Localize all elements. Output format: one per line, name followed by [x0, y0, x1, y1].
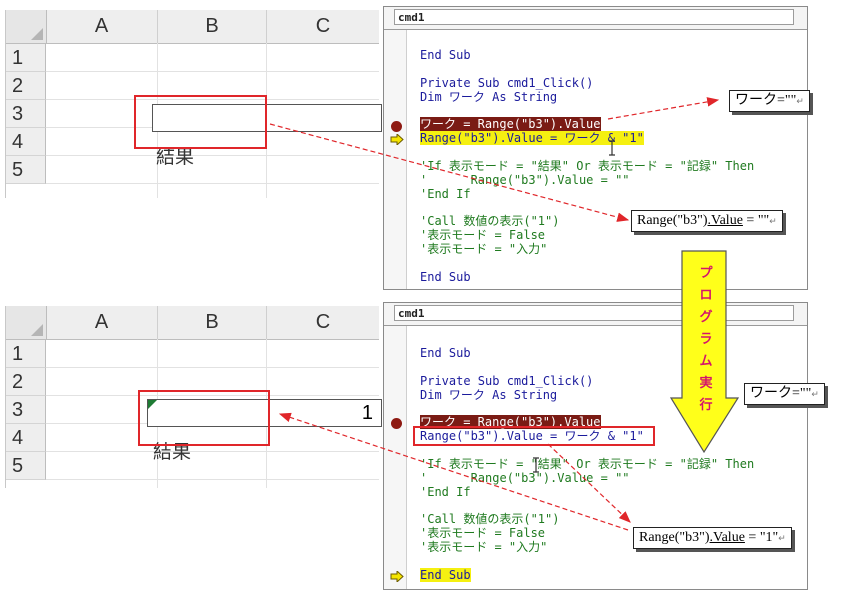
- code-line[interactable]: Dim ワーク As String: [420, 90, 558, 104]
- row-header-5[interactable]: 5: [6, 156, 46, 184]
- row-header-3[interactable]: 3: [6, 396, 46, 424]
- execution-pointer-icon: [390, 134, 404, 145]
- select-all-triangle-icon: [31, 28, 43, 40]
- column-header-b[interactable]: B: [158, 306, 267, 339]
- current-line-highlight: Range("b3").Value = ワーク & "1": [420, 131, 644, 145]
- cell-b3[interactable]: 1: [147, 399, 382, 427]
- code-line-comment[interactable]: 'Call 数値の表示("1"): [420, 214, 560, 228]
- program-run-arrow-icon: [670, 250, 740, 454]
- gridline: [46, 395, 379, 396]
- breakpoint-icon[interactable]: [391, 418, 402, 429]
- callout-text: ワーク="": [735, 93, 797, 108]
- breakpoint-highlight: ワーク = Range("b3").Value: [420, 415, 601, 429]
- code-line-comment[interactable]: 'Call 数値の表示("1"): [420, 512, 560, 526]
- gridline: [46, 367, 379, 368]
- column-header-a[interactable]: A: [46, 306, 158, 339]
- code-line-comment[interactable]: '表示モード = False: [420, 526, 546, 540]
- annotation-box-cell-bottom: [138, 390, 270, 446]
- callout-text-c: = "1": [744, 530, 779, 545]
- breakpoint-highlight: ワーク = Range("b3").Value: [420, 117, 601, 131]
- callout-text-b: .Value: [707, 213, 743, 228]
- code-line-current[interactable]: Range("b3").Value = ワーク & "1": [420, 131, 644, 146]
- code-line-comment[interactable]: 'End If: [420, 485, 471, 499]
- row-header-2[interactable]: 2: [6, 72, 46, 100]
- breakpoint-icon[interactable]: [391, 121, 402, 132]
- callout-text-a: Range("b3"): [637, 213, 708, 228]
- editor-margin: [384, 30, 407, 289]
- column-header-c[interactable]: C: [315, 15, 331, 37]
- code-line-comment[interactable]: ' Range("b3").Value = "": [420, 173, 630, 187]
- vba-code-window-top: cmd1 End Sub Private Sub cmd1_Click() Di…: [383, 6, 808, 290]
- gridline: [46, 451, 379, 452]
- select-all-triangle-icon: [31, 324, 43, 336]
- text-cursor-icon: [533, 457, 539, 473]
- row-header-4[interactable]: 4: [6, 128, 46, 156]
- code-line-comment[interactable]: '表示モード = "入力": [420, 242, 548, 256]
- row-header-1[interactable]: 1: [6, 44, 46, 72]
- code-line-breakpoint[interactable]: ワーク = Range("b3").Value: [420, 117, 601, 132]
- code-line[interactable]: Private Sub cmd1_Click(): [420, 76, 594, 90]
- arrow-work-top: [607, 97, 720, 120]
- object-combobox[interactable]: cmd1: [394, 9, 794, 25]
- program-run-label: プログラム実行: [699, 266, 713, 413]
- cell-b3[interactable]: [152, 104, 382, 132]
- callout-range-bottom: Range("b3").Value = "1"↵: [633, 527, 792, 549]
- column-header-row: A B C: [6, 306, 379, 340]
- column-header-row: A B C: [6, 10, 379, 44]
- code-line-current[interactable]: End Sub: [420, 568, 471, 583]
- spreadsheet-bottom: A B C 1 2 3 4 5 1 結果: [5, 306, 382, 488]
- arrow-range-top: [269, 123, 630, 222]
- error-indicator-icon: [148, 400, 157, 409]
- column-header-b[interactable]: B: [158, 10, 267, 43]
- select-all-corner[interactable]: [6, 306, 47, 339]
- column-header-c[interactable]: C: [315, 311, 331, 333]
- gridline: [46, 71, 379, 72]
- code-line-comment[interactable]: 'End If: [420, 187, 471, 201]
- callout-work-top: ワーク=""↵: [729, 90, 810, 112]
- arrow-code-to-callout: [547, 443, 631, 523]
- select-all-corner[interactable]: [6, 10, 47, 43]
- callout-work-bottom: ワーク=""↵: [744, 383, 825, 405]
- annotation-box-cell-top: [134, 95, 267, 149]
- editor-toolbar: cmd1: [384, 7, 807, 30]
- cell-b4-result-label[interactable]: 結果: [153, 441, 192, 463]
- code-line[interactable]: Range("b3").Value = ワーク & "1": [420, 429, 644, 443]
- spreadsheet-top: A B C 1 2 3 4 5 結果: [5, 10, 382, 198]
- row-header-3[interactable]: 3: [6, 100, 46, 128]
- gridline: [46, 155, 379, 156]
- gridline: [46, 479, 379, 480]
- code-line[interactable]: Dim ワーク As String: [420, 388, 558, 402]
- gridline: [46, 183, 379, 184]
- callout-text-b: .Value: [709, 530, 745, 545]
- code-line-comment[interactable]: ' Range("b3").Value = "": [420, 471, 630, 485]
- callout-range-top: Range("b3").Value = ""↵: [631, 210, 783, 232]
- code-line-comment[interactable]: '表示モード = "入力": [420, 540, 548, 554]
- editor-margin: [384, 326, 407, 589]
- row-header-5[interactable]: 5: [6, 452, 46, 480]
- code-line-comment[interactable]: 'If 表示モード = "結果" Or 表示モード = "記録" Then: [420, 159, 755, 173]
- current-line-highlight: End Sub: [420, 568, 471, 582]
- column-header-a[interactable]: A: [46, 10, 158, 43]
- code-line-comment[interactable]: 'If 表示モード = "結果" Or 表示モード = "記録" Then: [420, 457, 755, 471]
- code-line-comment[interactable]: '表示モード = False: [420, 228, 546, 242]
- row-header-1[interactable]: 1: [6, 340, 46, 368]
- callout-text: ワーク="": [750, 386, 812, 401]
- row-header-2[interactable]: 2: [6, 368, 46, 396]
- code-line[interactable]: End Sub: [420, 346, 471, 360]
- execution-pointer-icon: [390, 571, 404, 582]
- row-header-4[interactable]: 4: [6, 424, 46, 452]
- cell-b3-value: 1: [361, 402, 373, 424]
- callout-text-c: = "": [742, 213, 770, 228]
- code-line-breakpoint[interactable]: ワーク = Range("b3").Value: [420, 415, 601, 430]
- text-cursor-icon: [609, 140, 615, 156]
- callout-text-a: Range("b3"): [639, 530, 710, 545]
- code-line[interactable]: End Sub: [420, 270, 471, 284]
- annotation-box-code-line: [413, 426, 655, 446]
- gridline: [46, 99, 379, 100]
- code-line[interactable]: End Sub: [420, 48, 471, 62]
- arrow-range-bottom: [278, 412, 629, 531]
- code-line[interactable]: Private Sub cmd1_Click(): [420, 374, 594, 388]
- cell-b4-result-label[interactable]: 結果: [156, 146, 195, 168]
